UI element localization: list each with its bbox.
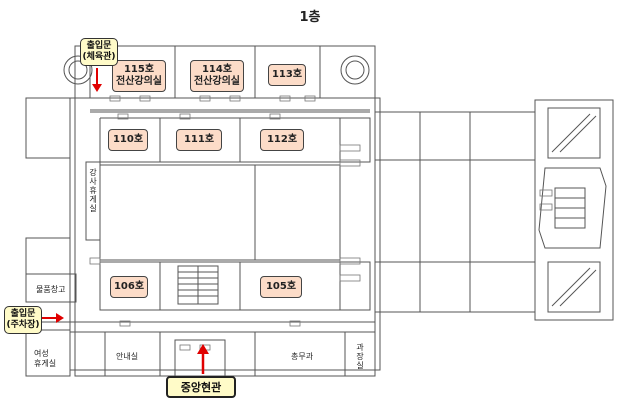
general-affairs-label: 총무과 bbox=[291, 352, 314, 361]
floor-title: 1층 bbox=[299, 10, 321, 25]
storage-label: 물품창고 bbox=[36, 285, 66, 294]
women-lounge-label-2: 휴게실 bbox=[34, 359, 57, 368]
room-113: 113호 bbox=[268, 64, 306, 86]
room-106: 106호 bbox=[110, 276, 148, 298]
director-office-label: 과장실 bbox=[356, 343, 364, 370]
room-111: 111호 bbox=[176, 129, 222, 151]
main-entrance-label: 중앙현관 bbox=[166, 376, 236, 398]
north-entrance-label: 출입문 (체육관) bbox=[80, 38, 118, 66]
room-112: 112호 bbox=[260, 129, 304, 151]
room-105: 105호 bbox=[260, 276, 302, 298]
room-115: 115호 전산강의실 bbox=[112, 60, 166, 92]
room-110: 110호 bbox=[108, 129, 148, 151]
west-entrance-label: 출입문 (주차장) bbox=[4, 306, 42, 334]
room-114: 114호 전산강의실 bbox=[190, 60, 244, 92]
info-desk-label: 안내실 bbox=[116, 352, 139, 361]
main-block-outline bbox=[74, 45, 376, 377]
lecturer-lounge-label: 강사휴게실 bbox=[89, 168, 97, 213]
women-lounge-label-1: 여성 bbox=[34, 349, 49, 358]
